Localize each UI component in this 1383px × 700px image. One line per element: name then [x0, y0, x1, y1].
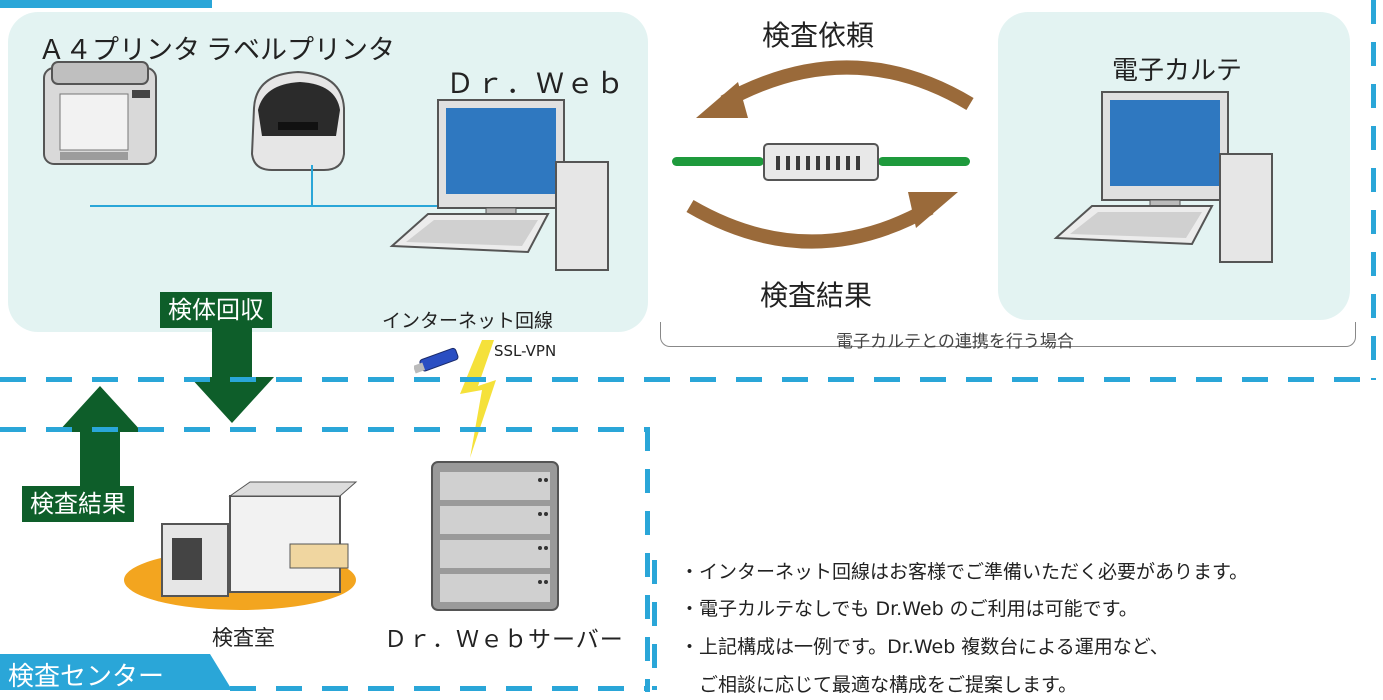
link-line-left	[672, 157, 764, 166]
center-border-right	[645, 427, 650, 692]
server-label: Ｄｒ．Ｗｅｂサーバー	[384, 627, 624, 653]
note-3: ・上記構成は一例です。Dr.Web 複数台による運用など、	[680, 636, 1169, 658]
result-tag: 検査結果	[22, 486, 134, 522]
label-printer-icon	[250, 70, 345, 171]
center-border-bottom	[230, 686, 650, 691]
result-label: 検査結果	[760, 279, 873, 312]
collect-tag: 検体回収	[160, 292, 272, 328]
collect-arrow-down	[190, 325, 274, 423]
internet-label: インターネット回線	[382, 310, 554, 332]
center-title: 検査センター	[8, 662, 165, 692]
clinic-border-bottom	[0, 377, 1376, 382]
drweb-label: Ｄｒ．Ｗｅｂ	[446, 67, 627, 100]
clinic-border-right	[1371, 0, 1376, 380]
vpn-key-icon	[414, 347, 459, 374]
center-border-top	[0, 427, 650, 432]
a4-printer-label: Ａ４プリンタ	[38, 35, 200, 66]
clinic-network-line	[90, 205, 476, 207]
top-tab-fragment	[0, 0, 212, 8]
lab-equipment-icon	[124, 481, 358, 610]
note-1: ・インターネット回線はお客様でご準備いただく必要があります。	[680, 561, 1249, 583]
a4-printer-icon	[43, 61, 157, 165]
emr-caption: 電子カルテとの連携を行う場合	[836, 332, 1074, 352]
drweb-server-icon	[431, 461, 559, 611]
note-2: ・電子カルテなしでも Dr.Web のご利用は可能です。	[680, 598, 1138, 620]
emr-link-arrows	[686, 60, 974, 249]
vpn-label: SSL-VPN	[494, 342, 557, 360]
emr-pc-icon	[1053, 91, 1273, 263]
lab-label: 検査室	[212, 626, 275, 650]
clinic-network-drop	[311, 165, 313, 206]
emr-title: 電子カルテ	[1112, 56, 1243, 86]
lightning-icon	[460, 340, 496, 458]
drweb-pc-icon	[389, 99, 609, 271]
network-hub-icon	[763, 143, 879, 181]
emr-caption-bracket	[660, 322, 1356, 347]
notes-border	[652, 560, 657, 690]
note-4: ご相談に応じて最適な構成をご提案します。	[680, 674, 1078, 696]
center-title-tab	[0, 654, 232, 690]
result-arrow-up	[58, 386, 142, 486]
request-label: 検査依頼	[762, 19, 875, 52]
label-printer-label: ラベルプリンタ	[206, 35, 395, 66]
link-line-right	[878, 157, 970, 166]
